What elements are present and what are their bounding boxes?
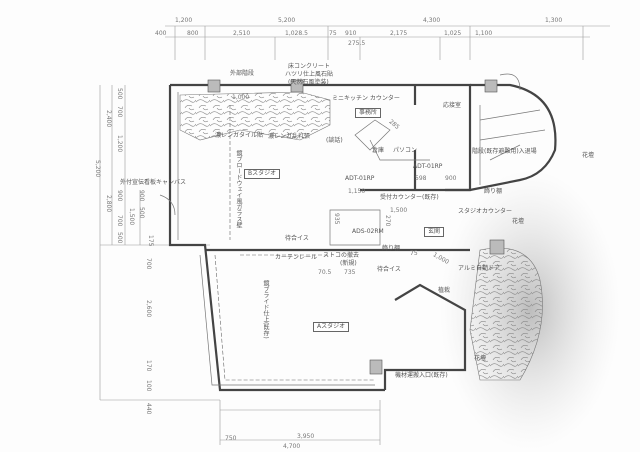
room-reception: 応接室 bbox=[443, 102, 462, 109]
dim-top-detail: 2,510 bbox=[233, 30, 251, 37]
note-canvas: 外付宣伝看板キャンバス bbox=[120, 179, 187, 186]
note-display-shelf: 飾り棚 bbox=[484, 188, 503, 195]
walls bbox=[168, 83, 557, 392]
note-flowerbed: 花壇 bbox=[512, 218, 525, 225]
dim-left: 1,500 bbox=[128, 208, 135, 226]
dim-top: 4,300 bbox=[423, 17, 441, 24]
note-wall-a: 鏡ブライド仕上(既存) bbox=[262, 280, 269, 339]
note-waiting-chair: 待合イス bbox=[377, 266, 401, 273]
note-auto-door: アルミ自動ドア bbox=[458, 265, 500, 272]
dim-left: 500 bbox=[116, 232, 123, 244]
dim-left: 500 bbox=[116, 88, 123, 100]
room-entrance: 玄関 bbox=[424, 227, 445, 237]
columns bbox=[207, 79, 505, 375]
dim-bottom: 3,950 bbox=[297, 433, 315, 440]
note-waiting-chair: 待合イス bbox=[285, 235, 309, 242]
room-pc: パソコン bbox=[393, 147, 418, 154]
note-floor: (天然石風塗装) bbox=[288, 79, 329, 86]
note-brick-random: 濃レンガ乱れ張 bbox=[268, 133, 311, 140]
dim-left: 700 bbox=[116, 106, 123, 118]
dimension-lines bbox=[99, 25, 610, 445]
room-lounge: (談話) bbox=[326, 137, 343, 144]
note-door: ADT-01RP bbox=[413, 163, 443, 170]
note-flowerbed: 花壇 bbox=[474, 355, 487, 362]
dim-left-lower: 2,600 bbox=[145, 300, 152, 318]
room-office: 事務所 bbox=[355, 108, 382, 118]
dim-top-detail: 2,175 bbox=[390, 30, 408, 37]
room-studio-b: Bスタジオ bbox=[244, 169, 281, 179]
dim-left: 1,200 bbox=[116, 135, 123, 153]
dim-left: 900 bbox=[116, 190, 123, 202]
dim-interior: 1,000 bbox=[232, 94, 250, 101]
dim-interior: 1,500 bbox=[390, 207, 408, 214]
dim-top: 5,200 bbox=[278, 17, 296, 24]
note-door: ADS-02RM bbox=[352, 228, 384, 235]
note-wall-b: 鏡ブロードウェイ風ガラス壁 bbox=[235, 150, 242, 228]
dim-top: 1,300 bbox=[545, 17, 563, 24]
note-outer-stairs: 外部階段 bbox=[230, 70, 255, 77]
room-storage: 倉庫 bbox=[372, 147, 385, 154]
dim-left-lower: 170 bbox=[145, 360, 152, 372]
dim-left: 500 bbox=[138, 207, 145, 219]
dim-left: 175 bbox=[147, 235, 154, 247]
dim-interior: 735 bbox=[344, 269, 356, 276]
note-door: ADT-01RP bbox=[345, 175, 375, 182]
note-stairs: 階段(既存避難用)入退場 bbox=[472, 148, 537, 155]
dim-top-detail: 1,100 bbox=[475, 30, 493, 37]
dim-bottom: 4,700 bbox=[283, 443, 301, 450]
note-floor: ハツリ仕上風石貼 bbox=[285, 71, 334, 78]
dim-top-detail: 400 bbox=[155, 30, 167, 37]
dim-interior: 75 bbox=[410, 250, 418, 257]
dim-left: 5,200 bbox=[94, 160, 101, 178]
room-kitchen: ミニキッチン カウンター bbox=[332, 95, 400, 102]
dim-top: 1,200 bbox=[175, 17, 193, 24]
dim-interior: 270 bbox=[384, 215, 391, 227]
dim-interior: 598 bbox=[415, 175, 427, 182]
dim-top-detail: 1,025 bbox=[444, 30, 462, 37]
curtain-rails bbox=[214, 105, 375, 381]
dim-left-lower: 440 bbox=[145, 403, 152, 415]
dim-top-detail: 1,028.5 bbox=[285, 30, 308, 37]
dim-top-detail: 800 bbox=[187, 30, 199, 37]
stone-paving bbox=[179, 91, 331, 141]
dim-left: 900 bbox=[138, 190, 145, 202]
note-flowerbed: 花壇 bbox=[582, 152, 595, 159]
dim-interior: 1,150 bbox=[348, 188, 366, 195]
note-equipment-entry: 機材運搬入口(既存) bbox=[395, 372, 448, 379]
dim-left: 2,400 bbox=[105, 110, 112, 128]
dim-top-sub: 275.5 bbox=[348, 40, 366, 47]
dim-top-detail: 910 bbox=[345, 30, 357, 37]
note-display-shelf: 飾り棚 bbox=[382, 245, 401, 252]
dim-left: 700 bbox=[116, 215, 123, 227]
note-floor: 床コンクリート bbox=[288, 63, 331, 70]
dim-interior: 935 bbox=[333, 213, 340, 225]
dim-top-detail: 75 bbox=[329, 30, 337, 37]
dim-left-lower: 700 bbox=[145, 258, 152, 270]
note-removal: ストコの撤去 bbox=[323, 252, 360, 259]
note-removal: (新規) bbox=[340, 260, 357, 267]
note-curtain-rail: カーテンレール bbox=[275, 254, 318, 261]
note-reception-counter: 受付カウンター(既存) bbox=[380, 194, 439, 201]
dim-interior: 70.5 bbox=[318, 269, 332, 276]
dim-interior: 900 bbox=[445, 175, 457, 182]
inner-lines bbox=[159, 73, 546, 386]
room-studio-a: Aスタジオ bbox=[313, 322, 350, 332]
dim-left: 2,800 bbox=[105, 195, 112, 213]
note-planting: 植栽 bbox=[438, 287, 451, 294]
stone-paving-garden bbox=[469, 247, 543, 381]
note-studio-counter: スタジオカウンター bbox=[458, 208, 513, 215]
note-brick-tile: 濃レンガタイル貼 bbox=[215, 132, 264, 139]
dim-left-lower: 100 bbox=[145, 380, 152, 392]
dim-bottom: 750 bbox=[225, 435, 237, 442]
